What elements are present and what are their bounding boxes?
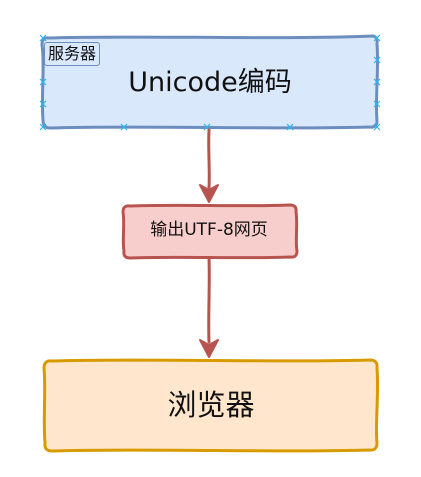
handle-bottom-right <box>373 123 381 131</box>
handle-right-1 <box>373 56 381 64</box>
server-title: Unicode编码 <box>128 67 292 98</box>
output-box-shape[interactable] <box>121 203 299 260</box>
arrowhead-icon <box>199 184 219 203</box>
handle-top-right <box>373 34 381 42</box>
browser-label: 浏览器 <box>167 388 255 422</box>
handle-right-3 <box>373 100 381 108</box>
handle-bottom-3 <box>286 123 294 131</box>
server-tag[interactable]: 服务器 <box>44 42 101 66</box>
handle-left-2 <box>39 100 47 108</box>
arrow-output-to-browser[interactable] <box>199 256 219 358</box>
handle-bottom-1 <box>120 123 128 131</box>
browser-box-shape[interactable] <box>42 358 380 453</box>
selection-handles[interactable] <box>39 34 381 131</box>
handle-right-2 <box>373 78 381 86</box>
server-box-shape[interactable] <box>40 34 380 130</box>
server-box[interactable] <box>39 34 381 131</box>
arrowhead-icon <box>199 339 219 358</box>
handle-bottom-left <box>39 123 47 131</box>
handle-top-left <box>39 34 47 42</box>
arrow-line <box>207 256 211 344</box>
output-box[interactable] <box>121 203 299 260</box>
arrow-server-to-output[interactable] <box>199 128 219 203</box>
handle-left-1 <box>39 78 47 86</box>
arrow-line <box>207 128 211 190</box>
browser-box[interactable] <box>42 358 380 453</box>
output-label: 输出UTF-8网页 <box>150 220 268 240</box>
